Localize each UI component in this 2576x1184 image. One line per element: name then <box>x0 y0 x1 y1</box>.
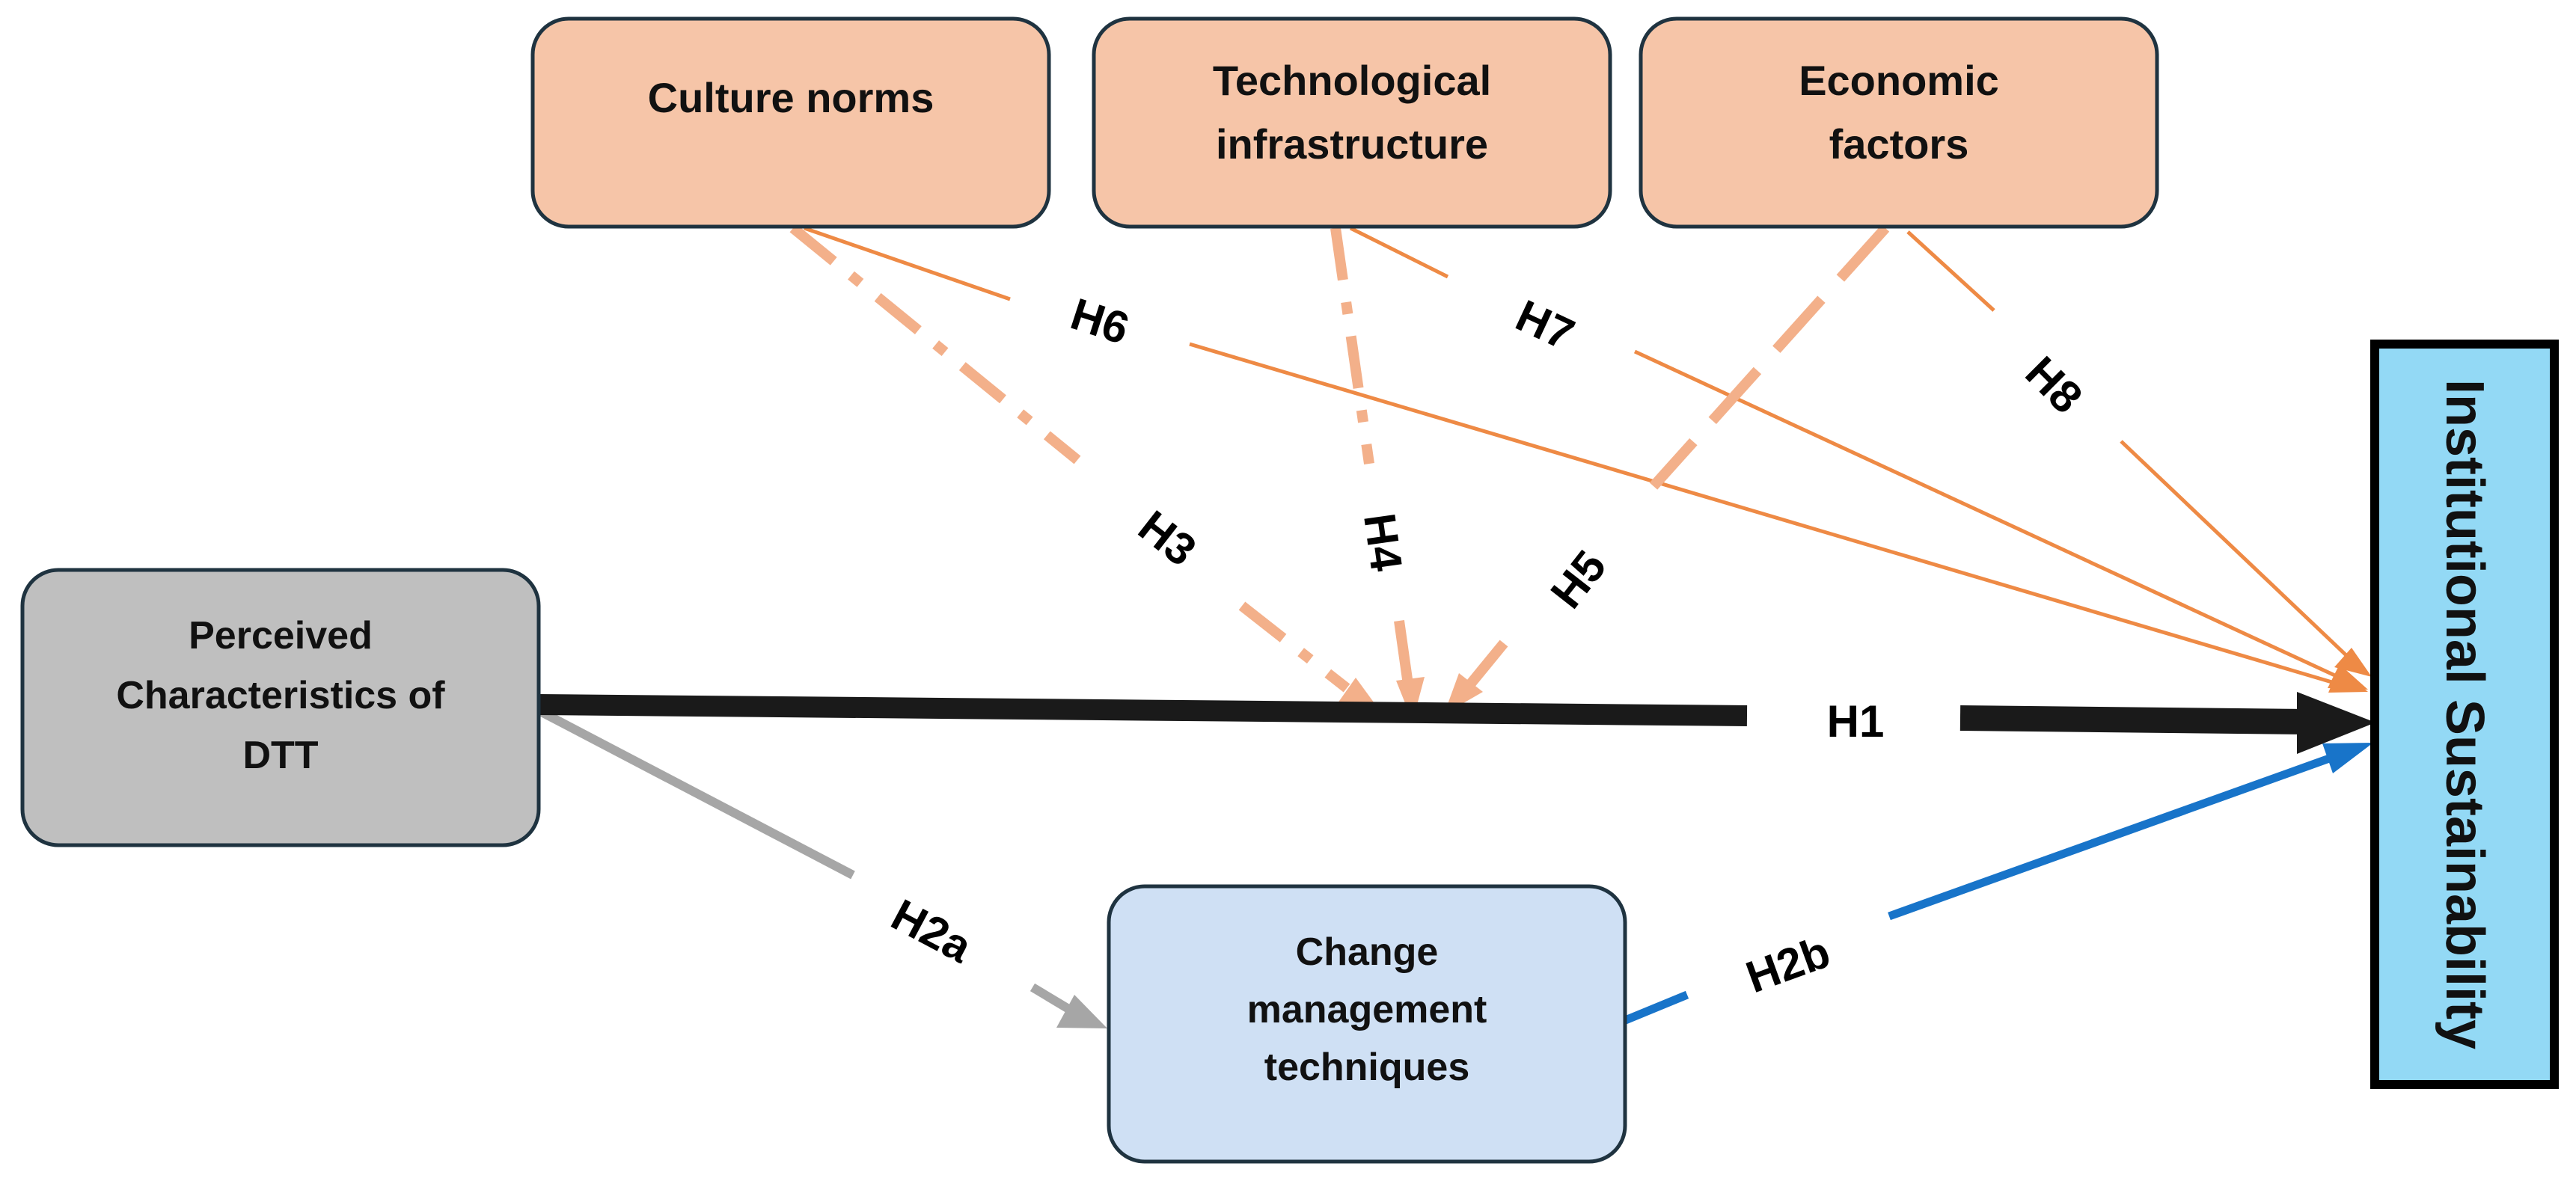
edge-h2b <box>1621 743 2373 1025</box>
node-economic-label-line-1: Economic <box>1799 57 1999 104</box>
node-tech-label-line-1: Technological <box>1213 57 1491 104</box>
edge-label-h4: H4 <box>1354 510 1412 574</box>
edge-h7 <box>1349 226 2368 690</box>
node-technological-infrastructure: Technological infrastructure <box>1092 16 1612 229</box>
node-change-management: Change management techniques <box>1107 884 1627 1164</box>
edge-label-h5: H5 <box>1541 542 1616 618</box>
edge-label-h2a: H2a <box>884 889 980 972</box>
node-economic-label-line-2: factors <box>1829 120 1969 168</box>
edge-h1 <box>538 692 2375 754</box>
edge-label-h7: H7 <box>1508 290 1582 360</box>
node-institutional-label: Institutional Sustainability <box>2435 379 2494 1049</box>
node-change-label-line-1: Change <box>1296 930 1439 974</box>
edge-label-h2b: H2b <box>1740 927 1836 1003</box>
node-culture-norms: Culture norms <box>530 16 1051 229</box>
edge-h2a <box>536 706 1107 1028</box>
node-perceived-label-line-3: DTT <box>242 734 318 777</box>
node-perceived-label-line-1: Perceived <box>189 614 373 657</box>
edge-label-h6: H6 <box>1065 289 1135 354</box>
edge-label-h8: H8 <box>2016 347 2093 423</box>
node-change-label-line-2: management <box>1247 988 1487 1031</box>
node-economic-factors: Economic factors <box>1639 16 2159 229</box>
edge-h5 <box>1444 224 1890 714</box>
node-change-label-line-3: techniques <box>1264 1046 1470 1089</box>
node-perceived-characteristics: Perceived Characteristics of DTT <box>20 568 541 847</box>
edge-h8 <box>1906 230 2372 677</box>
node-institutional-sustainability: Institutional Sustainability <box>2370 340 2559 1089</box>
edge-h6 <box>804 226 2368 693</box>
node-tech-label-line-2: infrastructure <box>1216 120 1488 168</box>
node-perceived-label-line-2: Characteristics of <box>116 674 445 717</box>
edge-label-h1: H1 <box>1827 696 1885 746</box>
edge-h4 <box>1330 227 1425 722</box>
edge-label-h3: H3 <box>1129 501 1205 576</box>
node-culture-norms-label: Culture norms <box>648 74 934 121</box>
